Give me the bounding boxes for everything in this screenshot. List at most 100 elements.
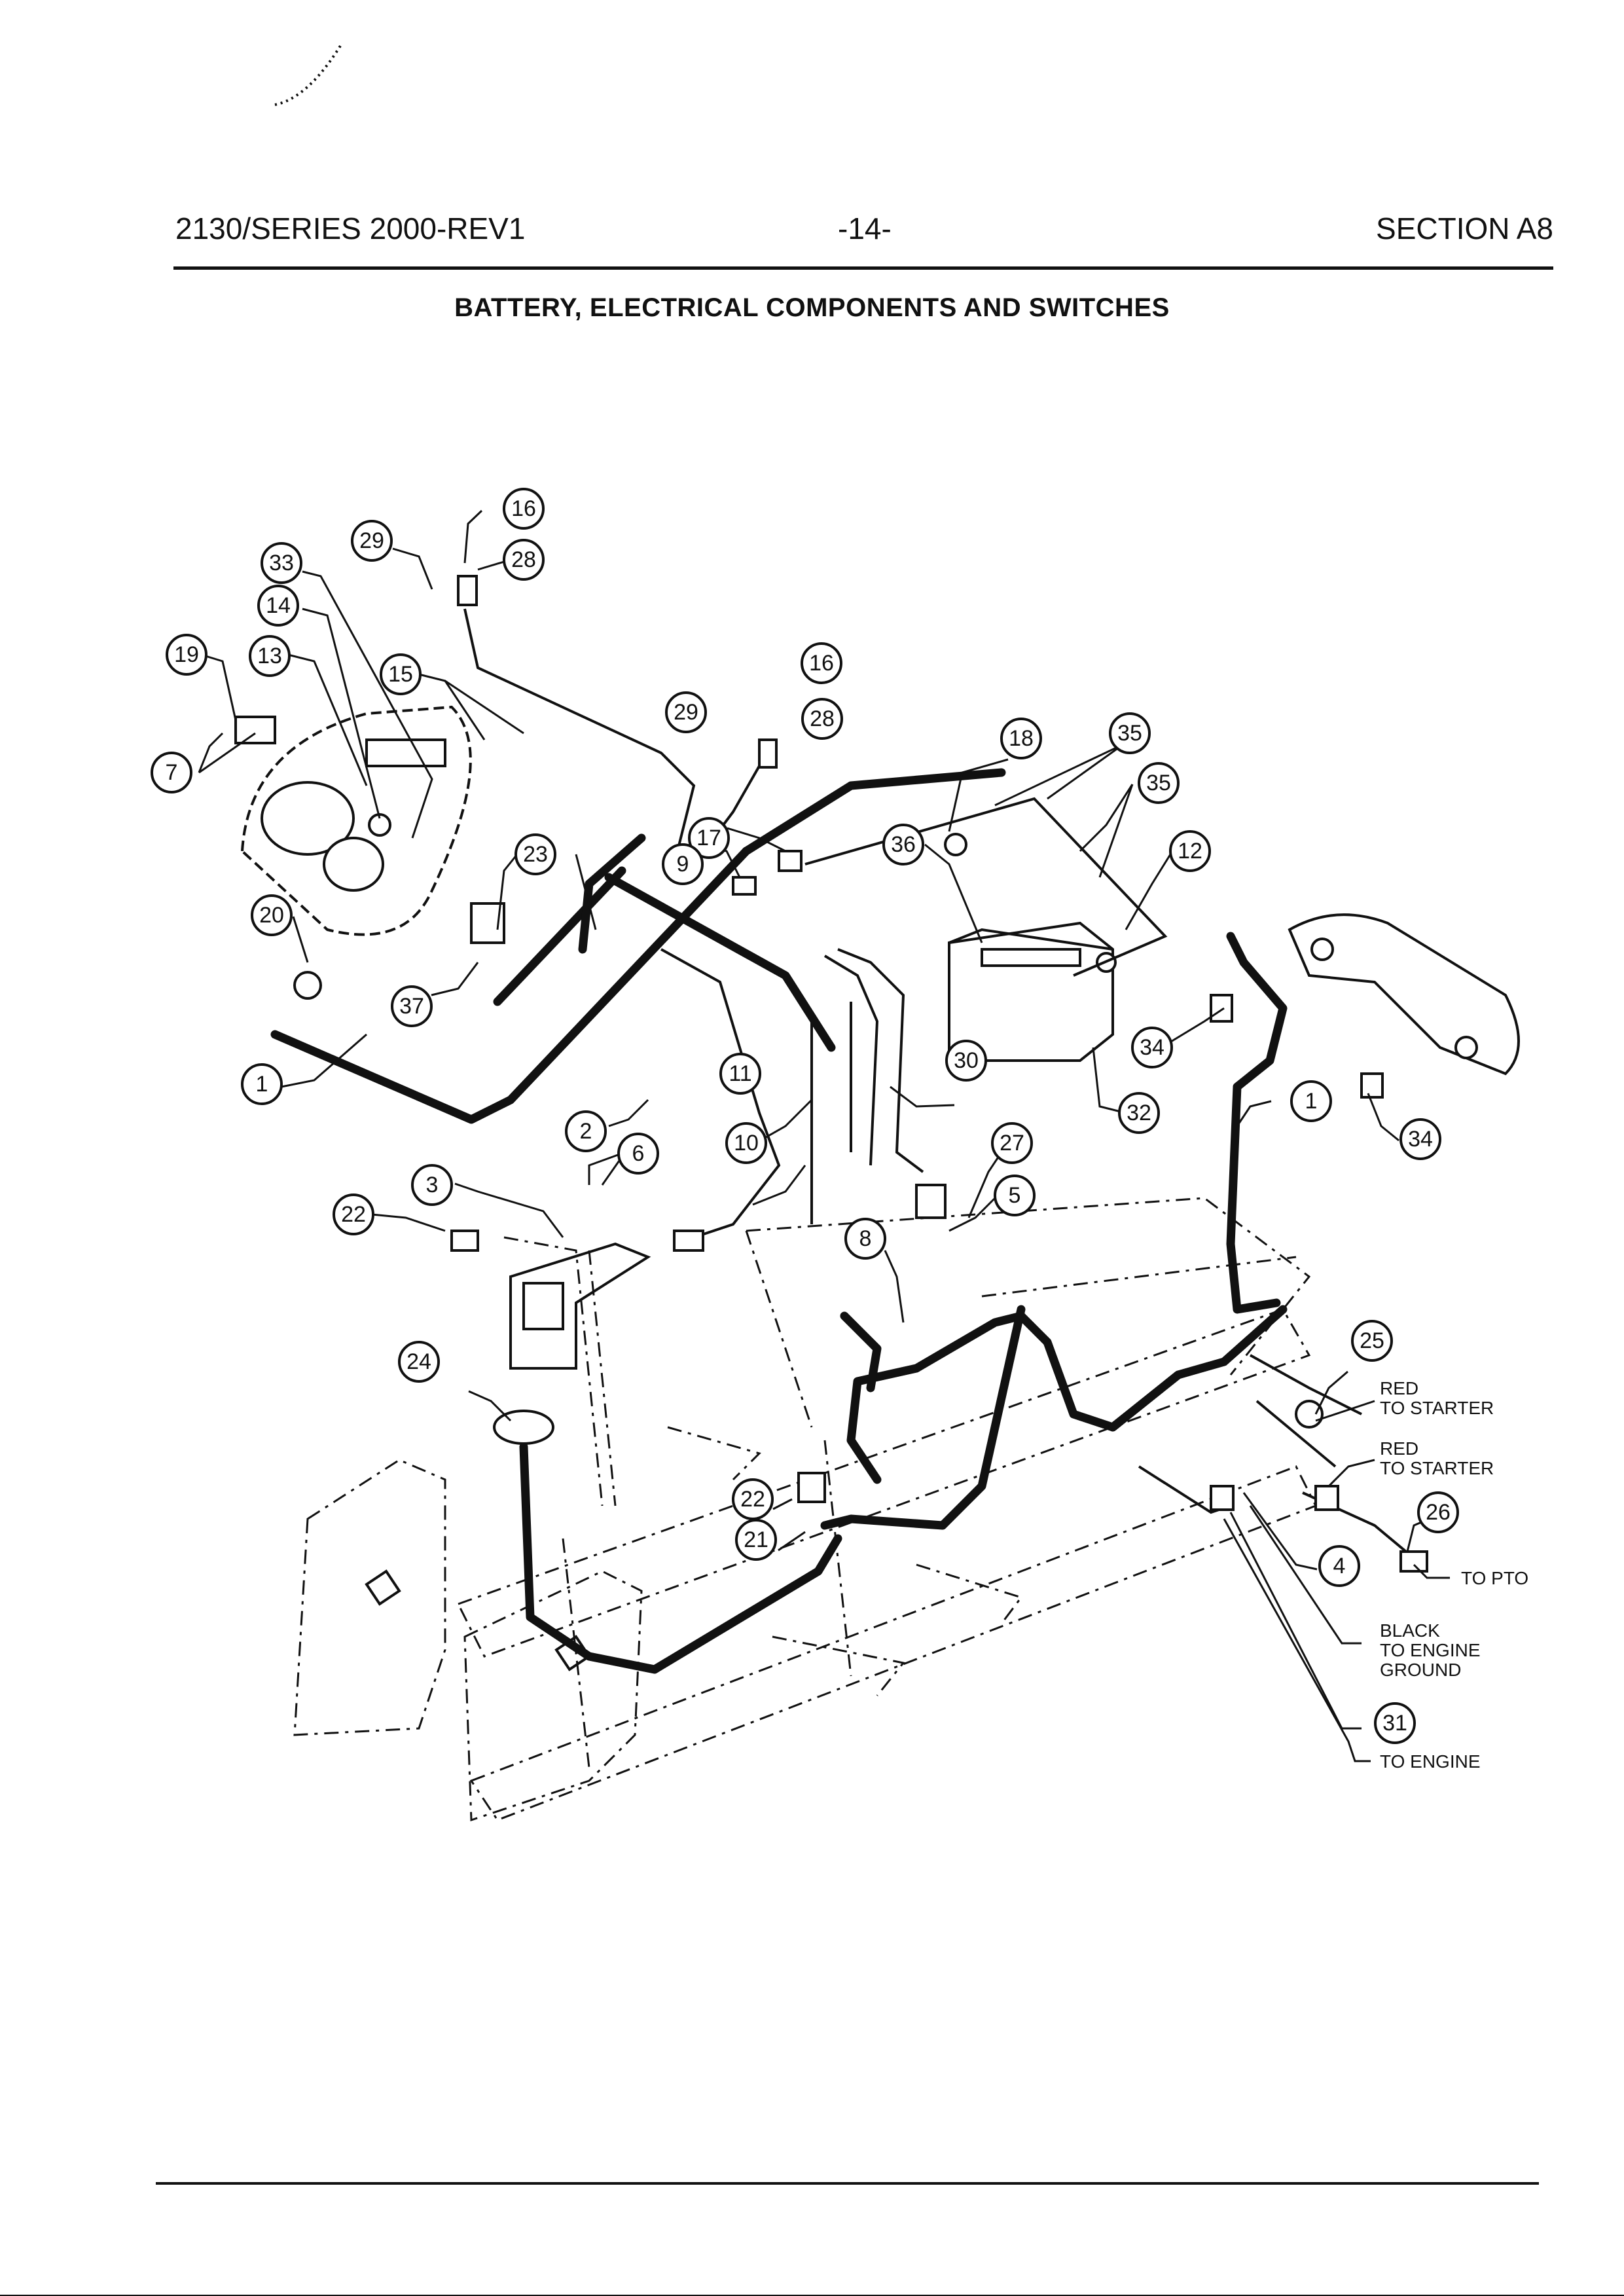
callout-11: 11 [719, 1053, 761, 1095]
svg-text:34: 34 [1140, 1035, 1164, 1060]
annotation-red-starter-2-text: TO STARTER [1380, 1458, 1494, 1478]
callout-13: 13 [249, 635, 291, 677]
callout-37: 37 [391, 985, 433, 1027]
svg-text:10: 10 [734, 1131, 759, 1156]
callout-34: 34 [1399, 1118, 1441, 1160]
component-24 [493, 1410, 554, 1445]
callout-12: 12 [1169, 830, 1211, 872]
callout-4: 4 [1318, 1545, 1360, 1587]
signal-wires [463, 608, 1415, 1559]
callout-23: 23 [514, 833, 556, 875]
callout-24: 24 [398, 1341, 440, 1383]
callout-34: 34 [1131, 1027, 1173, 1068]
callout-2: 2 [565, 1110, 607, 1152]
svg-text:22: 22 [341, 1202, 366, 1227]
callout-30: 30 [945, 1040, 987, 1082]
svg-text:29: 29 [359, 528, 384, 553]
wiring-harness [270, 768, 1288, 1674]
svg-text:36: 36 [891, 832, 916, 857]
callout-7: 7 [151, 752, 192, 793]
callout-33: 33 [261, 542, 302, 584]
page-title: BATTERY, ELECTRICAL COMPONENTS AND SWITC… [454, 293, 1170, 322]
svg-text:21: 21 [744, 1527, 768, 1552]
svg-text:20: 20 [259, 903, 284, 928]
svg-text:7: 7 [166, 760, 178, 785]
svg-text:4: 4 [1333, 1554, 1346, 1578]
callout-18: 18 [1000, 718, 1042, 759]
annotation-black-ground-text: TO ENGINE [1380, 1640, 1481, 1660]
callout-31: 31 [1374, 1702, 1416, 1744]
svg-text:16: 16 [809, 651, 834, 676]
callout-3: 3 [411, 1164, 453, 1206]
callout-29: 29 [351, 520, 393, 562]
callout-26: 26 [1417, 1491, 1459, 1533]
svg-text:35: 35 [1117, 721, 1142, 746]
svg-text:32: 32 [1127, 1101, 1151, 1125]
svg-text:11: 11 [729, 1061, 751, 1086]
svg-text:22: 22 [740, 1487, 765, 1512]
callout-22: 22 [333, 1194, 374, 1235]
annotation-red-starter-2-color: RED [1380, 1438, 1418, 1459]
svg-text:13: 13 [257, 644, 282, 668]
annotation-red-starter-1-text: TO STARTER [1380, 1398, 1494, 1418]
footer-rule [156, 2182, 1539, 2185]
callout-6: 6 [617, 1133, 659, 1175]
callout-1: 1 [1290, 1080, 1332, 1122]
header-page-number: -14- [838, 211, 892, 246]
annotation-red-starter-1-color: RED [1380, 1378, 1418, 1398]
callout-14: 14 [257, 585, 299, 627]
svg-text:19: 19 [174, 642, 199, 667]
svg-text:6: 6 [632, 1141, 645, 1166]
callout-25: 25 [1351, 1320, 1393, 1362]
svg-text:28: 28 [810, 706, 835, 731]
callout-27: 27 [991, 1122, 1033, 1164]
callout-5: 5 [994, 1175, 1036, 1216]
engine-harness-assembly [1288, 913, 1520, 1076]
callout-15: 15 [380, 653, 422, 695]
svg-text:34: 34 [1408, 1127, 1433, 1152]
header-rule [173, 266, 1553, 270]
svg-text:2: 2 [580, 1119, 592, 1144]
callout-35: 35 [1138, 762, 1180, 804]
svg-text:12: 12 [1178, 839, 1202, 864]
callout-17: 17 [688, 817, 730, 859]
svg-text:14: 14 [266, 593, 291, 618]
callout-8: 8 [844, 1218, 886, 1260]
svg-text:35: 35 [1146, 771, 1171, 795]
svg-text:17: 17 [696, 826, 721, 850]
annotations: RED TO STARTER RED TO STARTER TO PTO BLA… [1380, 1378, 1528, 1772]
callout-9: 9 [662, 843, 704, 885]
callout-16: 16 [503, 488, 545, 530]
header-model-revision: 2130/SERIES 2000-REV1 [175, 211, 526, 246]
svg-text:8: 8 [859, 1226, 872, 1251]
svg-text:31: 31 [1382, 1711, 1407, 1736]
svg-text:26: 26 [1426, 1500, 1451, 1525]
svg-text:5: 5 [1009, 1183, 1021, 1208]
svg-text:25: 25 [1360, 1328, 1384, 1353]
callout-16: 16 [801, 642, 842, 684]
callout-22: 22 [732, 1478, 774, 1520]
header-section: SECTION A8 [1376, 211, 1553, 246]
callout-19: 19 [166, 634, 208, 676]
annotation-to-engine: TO ENGINE [1380, 1751, 1481, 1772]
svg-text:1: 1 [1305, 1089, 1318, 1114]
callout-36: 36 [882, 824, 924, 866]
svg-text:28: 28 [511, 547, 536, 572]
battery [948, 921, 1117, 1062]
svg-text:23: 23 [523, 842, 548, 867]
callout-20: 20 [251, 894, 293, 936]
page-edge-rule [0, 2295, 1624, 2296]
battery-tray [804, 797, 1168, 977]
svg-text:18: 18 [1009, 726, 1034, 751]
dash-panel [234, 705, 505, 1000]
annotation-black-ground-color: BLACK [1380, 1620, 1440, 1641]
callout-1: 1 [241, 1063, 283, 1105]
svg-text:1: 1 [256, 1072, 268, 1097]
callout-21: 21 [735, 1519, 777, 1561]
svg-text:15: 15 [388, 662, 413, 687]
leader-lines [198, 509, 1450, 1762]
svg-text:24: 24 [406, 1349, 431, 1374]
connectors [450, 575, 1428, 1573]
svg-text:3: 3 [426, 1173, 439, 1197]
